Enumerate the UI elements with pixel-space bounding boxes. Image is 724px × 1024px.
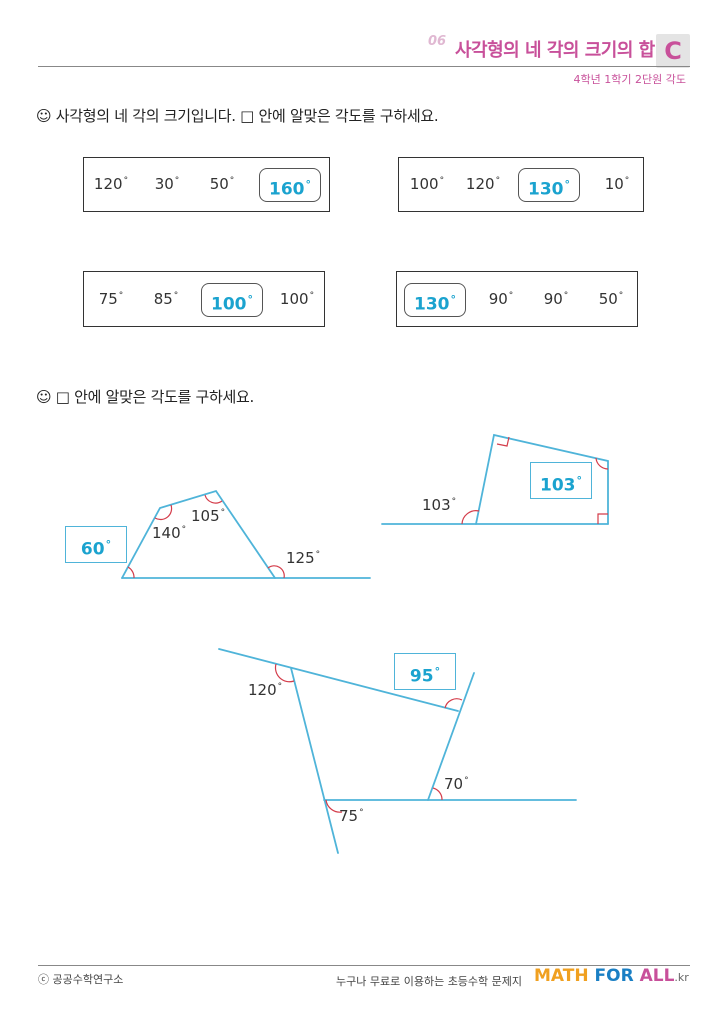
worksheet-subtitle: 4학년 1학기 2단원 각도: [573, 73, 686, 86]
angle-value: 90°: [488, 290, 514, 308]
angle-value: 120°: [465, 175, 501, 193]
angle-value: 50°: [598, 290, 624, 308]
question-box-1: 120° 30° 50° 160°: [83, 157, 330, 212]
level-badge: C: [656, 34, 690, 68]
answer-box[interactable]: 160°: [259, 168, 321, 202]
fig1-quadrilateral: [121, 489, 276, 579]
brand-logo: MATH FOR ALL.kr: [534, 966, 689, 986]
angle-value: 10°: [604, 175, 630, 193]
angle-arc: [444, 698, 463, 709]
angle-label: 125°: [286, 549, 321, 567]
copyright-text: ⓒ 공공수학연구소: [38, 973, 124, 986]
angle-arc: [267, 565, 285, 579]
answer-box[interactable]: 130°: [518, 168, 580, 202]
question-box-3: 75° 85° 100° 100°: [83, 271, 325, 327]
question-box-2: 100° 120° 130° 10°: [398, 157, 644, 212]
angle-value: 85°: [153, 290, 179, 308]
fig2-quadrilateral: [475, 433, 609, 525]
answer-box[interactable]: 130°: [404, 283, 466, 317]
right-angle-mark: [597, 513, 608, 524]
fig3-right-line: [427, 672, 475, 801]
section2-instruction: ☺ □ 안에 알맞은 각도를 구하세요.: [36, 388, 255, 406]
angle-value: 50°: [209, 175, 235, 193]
angle-value: 90°: [543, 290, 569, 308]
worksheet-number: 06: [428, 34, 447, 49]
header-divider: [38, 66, 690, 67]
angle-arc: [154, 504, 173, 521]
angle-value: 75°: [98, 290, 124, 308]
angle-arc: [461, 510, 480, 525]
angle-label: 140°: [152, 524, 187, 542]
angle-arc: [204, 494, 223, 504]
angle-label: 70°: [444, 775, 469, 793]
fig3-answer-box[interactable]: 95°: [394, 653, 456, 690]
angle-value: 120°: [93, 175, 129, 193]
angle-arc: [325, 799, 343, 813]
fig3-left-line: [290, 667, 339, 854]
angle-value: 100°: [279, 290, 315, 308]
angle-arc: [595, 457, 609, 470]
angle-arc: [127, 566, 135, 579]
fig2-answer-box[interactable]: 103°: [530, 462, 592, 499]
angle-label: 103°: [422, 496, 457, 514]
right-angle-mark: [496, 436, 510, 447]
fig1-answer-box[interactable]: 60°: [65, 526, 127, 563]
worksheet-title: 사각형의 네 각의 크기의 합: [455, 40, 655, 61]
angle-arc: [274, 663, 295, 683]
fig3-top-line: [218, 648, 459, 712]
footer-tagline: 누구나 무료로 이용하는 초등수학 문제지: [336, 975, 523, 988]
angle-value: 100°: [409, 175, 445, 193]
angle-label: 120°: [248, 681, 283, 699]
question-box-4: 130° 90° 90° 50°: [396, 271, 638, 327]
angle-label: 105°: [191, 507, 226, 525]
section1-instruction: ☺ 사각형의 네 각의 크기입니다. □ 안에 알맞은 각도를 구하세요.: [36, 107, 439, 125]
answer-box[interactable]: 100°: [201, 283, 263, 317]
angle-value: 30°: [154, 175, 180, 193]
angle-label: 75°: [339, 807, 364, 825]
footer-divider: [38, 965, 690, 966]
angle-arc: [432, 787, 443, 801]
